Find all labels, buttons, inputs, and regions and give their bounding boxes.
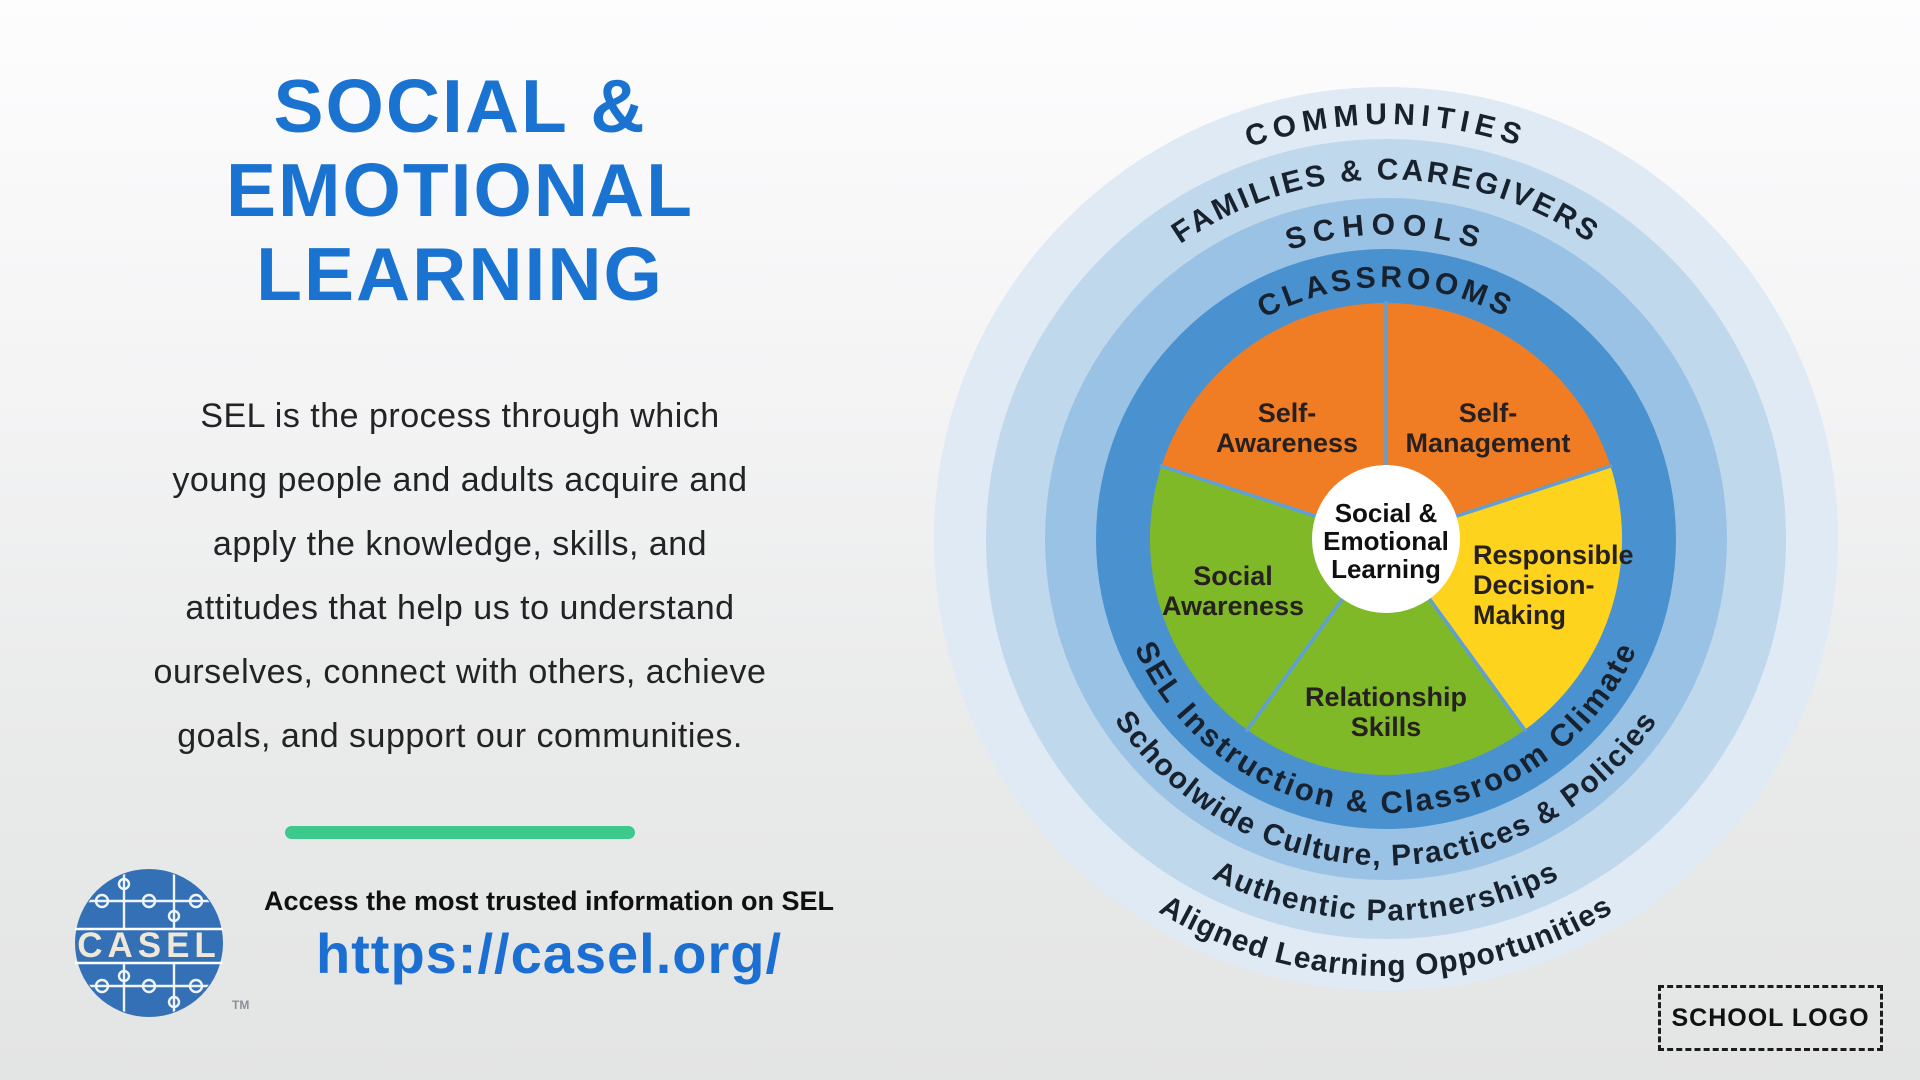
casel-logo-text: CASEL <box>77 926 221 965</box>
segment-dividers <box>1159 301 1613 733</box>
center-label-line-3: Learning <box>1331 554 1441 584</box>
sel-wheel: Social & Emotional Learning Self- Awaren… <box>934 87 1838 991</box>
description: SEL is the process through which young p… <box>40 384 880 768</box>
puzzle-pattern-icon <box>76 870 219 1016</box>
title-line-1: SOCIAL & <box>273 64 647 148</box>
segment-label-social-awareness-line-2: Awareness <box>1162 591 1304 621</box>
casel-logo-circle <box>75 869 223 1017</box>
segment-divider <box>1244 589 1350 733</box>
segment-label-responsible-decision-making-line-3: Making <box>1473 600 1566 630</box>
center-label-line-1: Social & <box>1335 498 1438 528</box>
segment-label-self-management-line-1: Self- <box>1459 398 1518 428</box>
page-title: SOCIAL & EMOTIONAL LEARNING <box>60 64 860 316</box>
segment-label-self-awareness-line-1: Self- <box>1258 398 1317 428</box>
segment-label-relationship-skills-line-1: Relationship <box>1305 682 1467 712</box>
casel-logo-icon: CASEL <box>75 869 223 1017</box>
segment-label-responsible-decision-making-line-2: Decision- <box>1473 570 1595 600</box>
description-line: apply the knowledge, skills, and <box>212 525 708 563</box>
description-line: young people and adults acquire and <box>172 461 748 499</box>
tagline: Access the most trusted information on S… <box>263 886 835 916</box>
segment-label-social-awareness-line-1: Social <box>1193 561 1273 591</box>
title-line-2: EMOTIONAL <box>226 148 694 232</box>
description-line: goals, and support our communities. <box>177 717 743 755</box>
casel-url-link[interactable]: https://casel.org/ <box>315 922 783 985</box>
description-line: attitudes that help us to understand <box>185 589 735 627</box>
segment-self-management <box>1386 303 1611 539</box>
segment-divider <box>1159 463 1326 521</box>
segment-self-awareness <box>1161 303 1386 539</box>
center-circle <box>1312 465 1460 613</box>
segment-label-self-management-line-2: Management <box>1405 428 1570 458</box>
casel-logo: CASEL <box>74 868 224 1018</box>
description-line: ourselves, connect with others, achieve <box>153 653 767 691</box>
segment-relationship-skills <box>1247 539 1525 775</box>
segment-label-self-awareness-line-2: Awareness <box>1216 428 1358 458</box>
title-line-3: LEARNING <box>256 232 664 316</box>
center-label-line-2: Emotional <box>1323 526 1449 556</box>
divider-line <box>285 826 635 839</box>
description-line: SEL is the process through which <box>200 397 720 435</box>
segment-divider <box>1446 463 1613 521</box>
school-logo-box: SCHOOL LOGO <box>1658 985 1883 1051</box>
school-logo-label: SCHOOL LOGO <box>1671 1003 1870 1032</box>
segment-label-responsible-decision-making-line-1: Responsible <box>1473 540 1634 570</box>
segment-divider <box>1422 589 1528 733</box>
trademark-label: TM <box>232 998 250 1012</box>
footer-text: Access the most trusted information on S… <box>245 884 853 988</box>
segment-label-relationship-skills-line-2: Skills <box>1351 712 1422 742</box>
